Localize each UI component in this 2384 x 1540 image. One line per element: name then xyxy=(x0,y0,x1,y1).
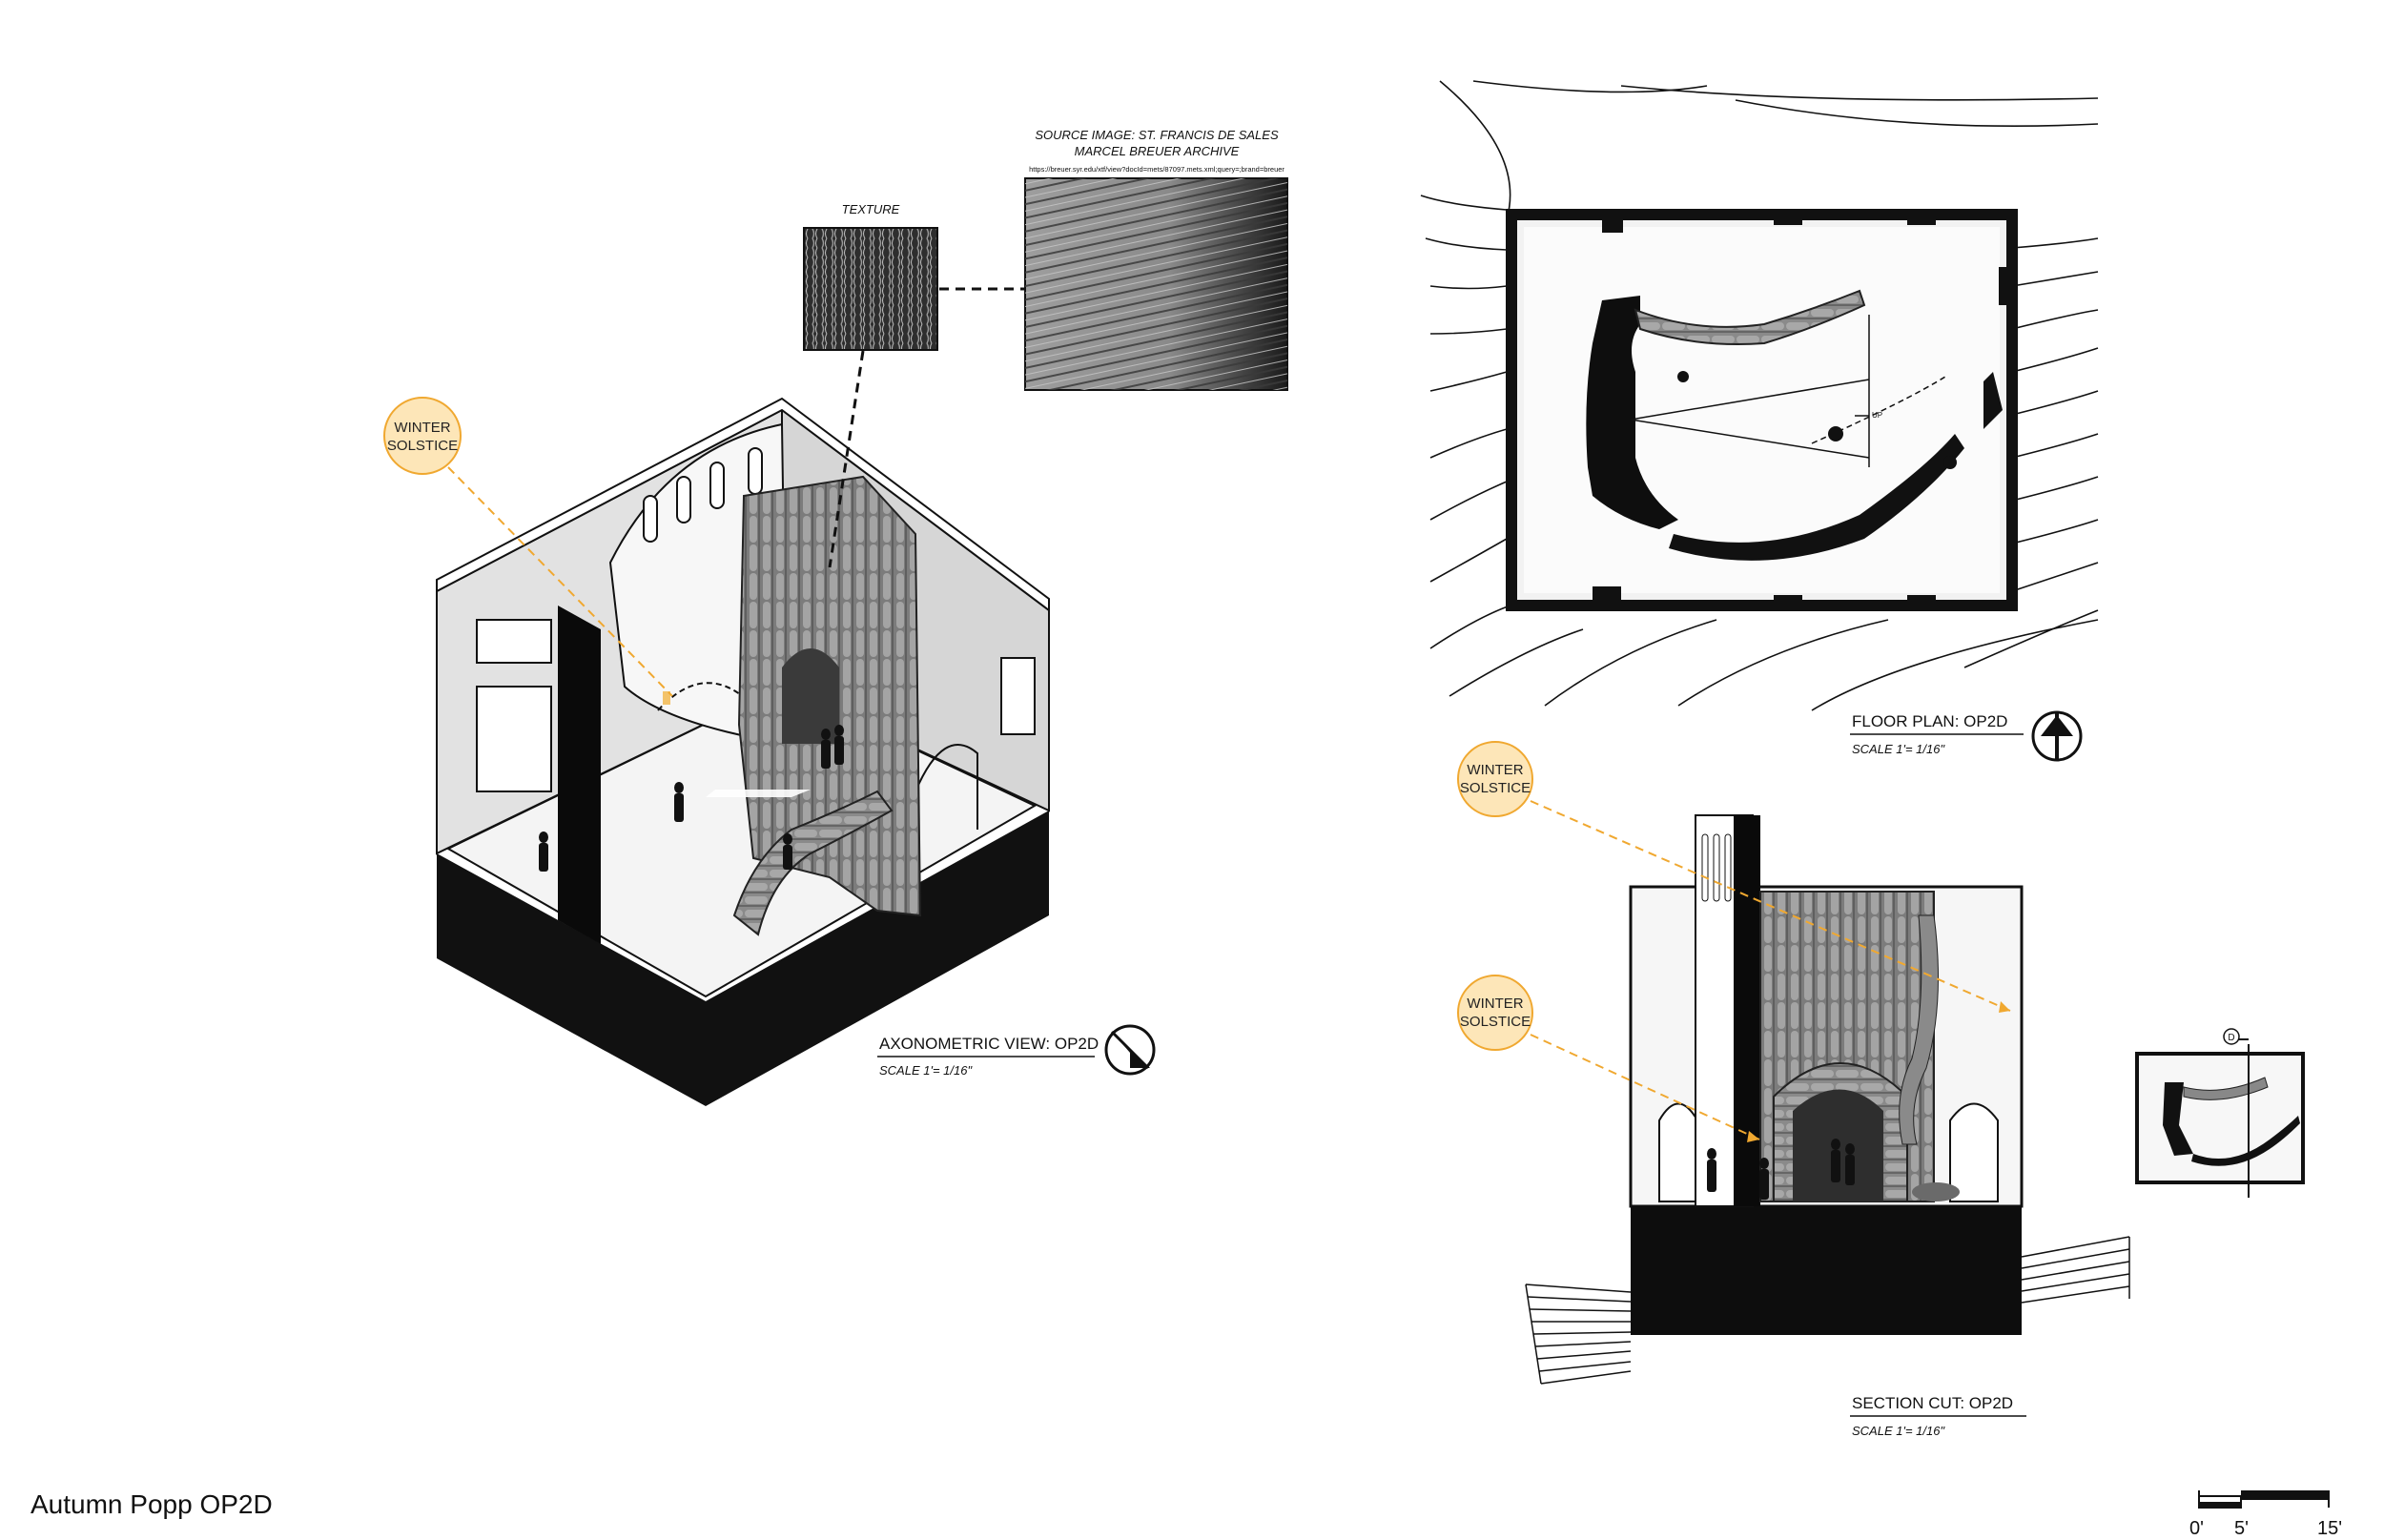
section-ground-lines xyxy=(1525,1236,2130,1385)
scale-bar-label-0: 0' xyxy=(2189,1518,2204,1539)
axon-callout-line2: SOLSTICE xyxy=(387,438,458,454)
sheet-author-title: Autumn Popp OP2D xyxy=(31,1489,273,1519)
axon-callout-bubble xyxy=(383,397,462,475)
axon-callout-line1: WINTER xyxy=(394,420,450,436)
floor-plan-north-arrow-icon xyxy=(2031,710,2083,762)
axon-base-left xyxy=(437,853,706,1106)
floor-plan xyxy=(1506,209,2018,611)
section-title: SECTION CUT: OP2D xyxy=(1852,1394,2013,1412)
floor-plan-title: FLOOR PLAN: OP2D xyxy=(1852,712,2007,730)
axon-base-right xyxy=(706,811,1049,1106)
axon-log-curve xyxy=(732,790,894,936)
section-scale: SCALE 1'= 1/16" xyxy=(1852,1424,1945,1438)
source-title-line2: MARCEL BREUER ARCHIVE xyxy=(1075,144,1240,158)
plan-log-black-wall xyxy=(1586,296,1678,529)
source-url[interactable]: https://breuer.syr.edu/xtf/view?docId=me… xyxy=(1029,165,1284,174)
section-callout-lower-line1: WINTER xyxy=(1467,996,1523,1012)
axon-people xyxy=(539,725,844,872)
axon-wall-cap xyxy=(436,397,1050,612)
texture-label: TEXTURE xyxy=(842,202,900,216)
texture-swatch xyxy=(803,227,938,351)
axon-scale: SCALE 1'= 1/16" xyxy=(879,1063,973,1078)
floor-plan-scale: SCALE 1'= 1/16" xyxy=(1852,742,1945,756)
source-title-line1: SOURCE IMAGE: ST. FRANCIS DE SALES xyxy=(1035,128,1279,142)
plan-log-arm xyxy=(1634,289,1866,345)
section-drawing xyxy=(1629,814,2024,1335)
axon-black-wall xyxy=(558,606,601,944)
scale-bar-label-15: 15' xyxy=(2317,1518,2342,1539)
section-callout-lower-bubble xyxy=(1457,975,1533,1051)
plan-up-label: UP xyxy=(1872,411,1882,420)
section-callout-upper-bubble xyxy=(1457,741,1533,817)
section-callout-upper-line1: WINTER xyxy=(1467,762,1523,778)
scale-bar xyxy=(2198,1490,2330,1509)
texture-leader xyxy=(828,350,865,568)
floor-plan-contours xyxy=(1420,80,2099,711)
axonometric-drawing xyxy=(436,397,1050,1106)
section-callout-upper-leader xyxy=(1530,800,2011,1012)
section-key-plan xyxy=(2135,1028,2305,1198)
section-key-marker: D xyxy=(2228,1033,2234,1043)
section-callout-lower-line2: SOLSTICE xyxy=(1460,1014,1531,1030)
axon-north-arrow-icon xyxy=(1104,1024,1156,1076)
axon-title: AXONOMETRIC VIEW: OP2D xyxy=(879,1035,1099,1053)
scale-bar-label-5: 5' xyxy=(2234,1518,2249,1539)
axon-callout-leader xyxy=(447,466,673,697)
section-callout-upper-line2: SOLSTICE xyxy=(1460,780,1531,796)
